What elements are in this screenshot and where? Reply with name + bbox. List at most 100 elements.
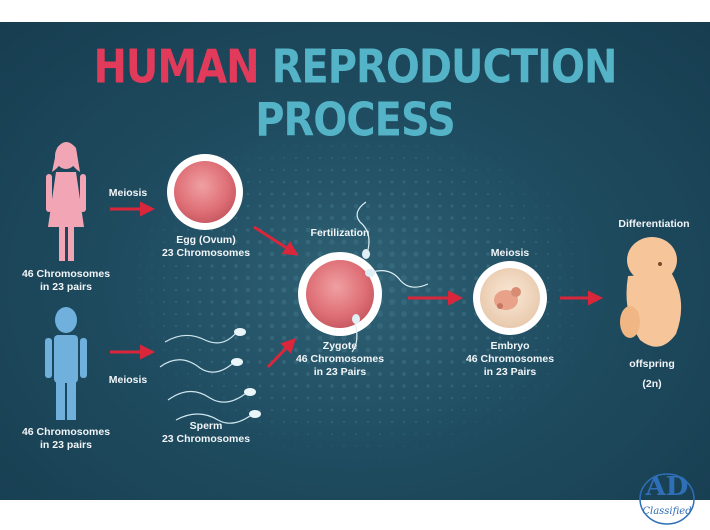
halftone-dot (235, 157, 237, 159)
halftone-dot (391, 145, 393, 147)
halftone-dot (342, 168, 346, 172)
halftone-dot (402, 156, 406, 160)
halftone-dot (426, 180, 430, 184)
halftone-dot (186, 252, 190, 256)
halftone-dot (595, 265, 597, 267)
halftone-dot (247, 433, 249, 435)
halftone-dot (245, 311, 251, 317)
halftone-dot (522, 240, 526, 244)
halftone-dot (475, 145, 477, 147)
halftone-dot (523, 409, 525, 411)
halftone-dot (474, 240, 478, 244)
fertilizing-sperm-icon (351, 201, 429, 353)
halftone-dot (547, 373, 549, 375)
halftone-dot (365, 215, 371, 221)
halftone-dot (390, 180, 394, 184)
halftone-dot (439, 433, 441, 435)
halftone-dot (413, 323, 419, 329)
halftone-dot (571, 229, 573, 231)
halftone-dot (330, 408, 334, 412)
halftone-dot (559, 301, 561, 303)
halftone-dot (271, 145, 273, 147)
halftone-dot (426, 216, 430, 220)
halftone-dot (498, 360, 502, 364)
halftone-dot (390, 192, 394, 196)
halftone-dot (355, 145, 357, 147)
halftone-dot (559, 253, 561, 255)
halftone-dot (163, 337, 165, 339)
halftone-dot (498, 372, 502, 376)
halftone-dot (222, 312, 226, 316)
halftone-dot (329, 227, 335, 233)
halftone-dot (535, 373, 537, 375)
halftone-dot (163, 349, 165, 351)
halftone-dot (186, 300, 190, 304)
halftone-dot (222, 252, 226, 256)
halftone-dot (282, 360, 286, 364)
halftone-dot (257, 287, 263, 293)
halftone-dot (163, 361, 165, 363)
halftone-dot (367, 133, 369, 135)
halftone-dot (294, 396, 298, 400)
halftone-dot (222, 228, 226, 232)
halftone-dot (401, 335, 407, 341)
halftone-dot (163, 313, 165, 315)
halftone-dot (139, 289, 141, 291)
halftone-dot (342, 408, 346, 412)
halftone-dot (474, 372, 478, 376)
halftone-dot (175, 229, 177, 231)
halftone-dot (139, 253, 141, 255)
halftone-dot (294, 204, 298, 208)
halftone-dot (163, 277, 165, 279)
halftone-dot (317, 335, 323, 341)
halftone-dot (462, 240, 466, 244)
halftone-dot (199, 373, 201, 375)
halftone-dot (377, 251, 383, 257)
halftone-dot (534, 252, 538, 256)
halftone-dot (535, 385, 537, 387)
halftone-dot (583, 253, 585, 255)
halftone-dot (305, 335, 311, 341)
halftone-dot (523, 205, 525, 207)
halftone-dot (317, 359, 323, 365)
halftone-dot (295, 157, 297, 159)
halftone-dot (259, 445, 261, 447)
halftone-dot (523, 193, 525, 195)
halftone-dot (403, 445, 405, 447)
halftone-dot (235, 433, 237, 435)
halftone-dot (270, 396, 274, 400)
halftone-dot (401, 263, 407, 269)
halftone-dot (269, 299, 275, 305)
halftone-dot (210, 276, 214, 280)
diagram-graphics (45, 142, 682, 424)
halftone-dot (210, 288, 214, 292)
halftone-dot (341, 227, 347, 233)
halftone-dot (281, 299, 287, 305)
halftone-dot (401, 347, 407, 353)
halftone-dot (437, 227, 443, 233)
halftone-dot (355, 457, 357, 459)
halftone-dot (139, 301, 141, 303)
halftone-dot (571, 289, 573, 291)
halftone-dot (270, 408, 274, 412)
halftone-dot (437, 263, 443, 269)
halftone-dot (391, 433, 393, 435)
halftone-dot (306, 192, 310, 196)
halftone-dot (389, 215, 395, 221)
halftone-dot (462, 204, 466, 208)
halftone-dot (571, 241, 573, 243)
halftone-dot (151, 301, 153, 303)
halftone-dot (390, 384, 394, 388)
halftone-dot (413, 299, 419, 305)
halftone-dot (402, 168, 406, 172)
halftone-dot (425, 227, 431, 233)
halftone-dot (595, 313, 597, 315)
halftone-dot (366, 204, 370, 208)
halftone-dot (413, 335, 419, 341)
halftone-dot (486, 192, 490, 196)
halftone-dot (342, 420, 346, 424)
halftone-dot (583, 337, 585, 339)
halftone-dot (486, 264, 490, 268)
halftone-dot (331, 433, 333, 435)
halftone-dot (511, 421, 513, 423)
